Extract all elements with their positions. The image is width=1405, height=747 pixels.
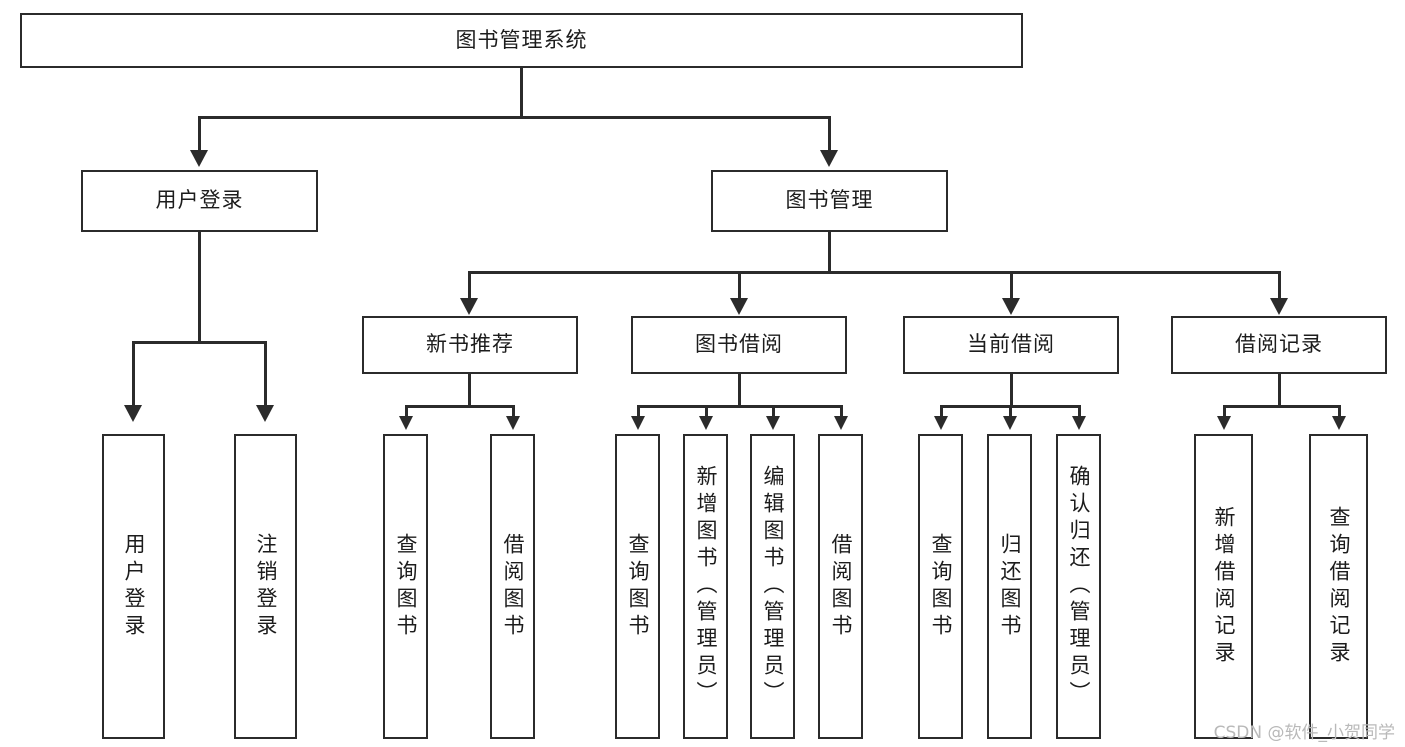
arrowhead-current-borrow-leaf1: [934, 416, 948, 430]
arrowhead-borrow-record-leaf2: [1332, 416, 1346, 430]
connector-user-login-bus: [132, 341, 267, 344]
connector-book-borrow-leaf4: [840, 405, 843, 419]
connector-user-login-leaf1: [132, 341, 135, 407]
leaf-user-login[interactable]: 用户登录: [102, 434, 165, 739]
node-label: 当前借阅: [967, 332, 1055, 357]
arrowhead-book-borrow-leaf3: [766, 416, 780, 430]
connector-borrow-record-bus: [1223, 405, 1341, 408]
node-label: 图书管理: [785, 188, 874, 213]
connector-book-management-bus: [468, 271, 1280, 274]
connector-root-to-book-management: [828, 116, 831, 152]
arrowhead-new-book: [460, 298, 478, 315]
arrowhead-current-borrow-leaf2: [1003, 416, 1017, 430]
connector-borrow-record-leaf1: [1223, 405, 1226, 419]
connector-user-login-leaf2: [264, 341, 267, 407]
leaf-borrow-record-add-record[interactable]: 新增借阅记录: [1194, 434, 1253, 739]
connector-new-book-bus: [405, 405, 515, 408]
leaf-current-borrow-return-book[interactable]: 归还图书: [987, 434, 1032, 739]
leaf-book-borrow-query-book[interactable]: 查询图书: [615, 434, 660, 739]
connector-new-book-leaf2: [512, 405, 515, 419]
leaf-new-book-query-book[interactable]: 查询图书: [383, 434, 428, 739]
leaf-current-borrow-query-book[interactable]: 查询图书: [918, 434, 963, 739]
connector-new-book-leaf1: [405, 405, 408, 419]
node-label: 新增借阅记录: [1212, 505, 1236, 668]
node-label: 用户登录: [122, 532, 146, 641]
arrowhead-book-borrow-leaf2: [699, 416, 713, 430]
connector-current-borrow-leaf2: [1009, 405, 1012, 419]
leaf-logout[interactable]: 注销登录: [234, 434, 297, 739]
connector-bm-to-borrow-record: [1278, 271, 1281, 301]
connector-bm-to-book-borrow: [738, 271, 741, 301]
node-label: 查询图书: [929, 532, 953, 641]
connector-book-management-stem: [828, 232, 831, 273]
node-label: 查询借阅记录: [1327, 505, 1351, 668]
node-current-borrow[interactable]: 当前借阅: [903, 316, 1119, 374]
connector-current-borrow-leaf3: [1078, 405, 1081, 419]
leaf-current-borrow-confirm-return-admin[interactable]: 确认归还（管理员）: [1056, 434, 1101, 739]
arrowhead-to-book-management: [820, 150, 838, 167]
connector-root-bus: [198, 116, 831, 119]
leaf-new-book-borrow-book[interactable]: 借阅图书: [490, 434, 535, 739]
connector-book-borrow-bus: [637, 405, 843, 408]
node-borrow-record[interactable]: 借阅记录: [1171, 316, 1387, 374]
leaf-book-borrow-add-book-admin[interactable]: 新增图书（管理员）: [683, 434, 728, 739]
connector-root-to-user-login: [198, 116, 201, 152]
node-label: 借阅图书: [829, 532, 853, 641]
connector-root-stem: [520, 68, 523, 118]
node-label: 新书推荐: [426, 332, 514, 357]
connector-borrow-record-stem: [1278, 374, 1281, 407]
node-book-borrow[interactable]: 图书借阅: [631, 316, 847, 374]
leaf-borrow-record-query-record[interactable]: 查询借阅记录: [1309, 434, 1368, 739]
leaf-book-borrow-edit-book-admin[interactable]: 编辑图书（管理员）: [750, 434, 795, 739]
arrowhead-user-login-leaf2: [256, 405, 274, 422]
arrowhead-book-borrow-leaf4: [834, 416, 848, 430]
node-label: 归还图书: [998, 532, 1022, 641]
node-label: 图书管理系统: [455, 27, 588, 52]
node-new-book-recommend[interactable]: 新书推荐: [362, 316, 578, 374]
arrowhead-current-borrow: [1002, 298, 1020, 315]
node-label: 借阅记录: [1235, 332, 1323, 357]
connector-bm-to-new-book: [468, 271, 471, 301]
csdn-watermark: CSDN @软件_小贺同学: [1213, 723, 1395, 743]
arrowhead-user-login-leaf1: [124, 405, 142, 422]
connector-user-login-stem: [198, 232, 201, 343]
arrowhead-borrow-record: [1270, 298, 1288, 315]
node-book-management[interactable]: 图书管理: [711, 170, 948, 232]
arrowhead-new-book-leaf1: [399, 416, 413, 430]
leaf-book-borrow-borrow-book[interactable]: 借阅图书: [818, 434, 863, 739]
node-label: 编辑图书（管理员）: [761, 465, 785, 708]
node-label: 查询图书: [626, 532, 650, 641]
arrowhead-current-borrow-leaf3: [1072, 416, 1086, 430]
connector-book-borrow-leaf2: [705, 405, 708, 419]
node-label: 查询图书: [394, 532, 418, 641]
connector-current-borrow-stem: [1010, 374, 1013, 407]
arrowhead-new-book-leaf2: [506, 416, 520, 430]
connector-book-borrow-stem: [738, 374, 741, 407]
connector-new-book-stem: [468, 374, 471, 407]
connector-bm-to-current-borrow: [1010, 271, 1013, 301]
connector-book-borrow-leaf3: [772, 405, 775, 419]
connector-borrow-record-leaf2: [1338, 405, 1341, 419]
connector-book-borrow-leaf1: [637, 405, 640, 419]
arrowhead-book-borrow-leaf1: [631, 416, 645, 430]
arrowhead-borrow-record-leaf1: [1217, 416, 1231, 430]
node-label: 借阅图书: [501, 532, 525, 641]
node-root-book-management-system[interactable]: 图书管理系统: [20, 13, 1023, 68]
arrowhead-book-borrow: [730, 298, 748, 315]
node-user-login[interactable]: 用户登录: [81, 170, 318, 232]
node-label: 新增图书（管理员）: [694, 465, 718, 708]
connector-current-borrow-leaf1: [940, 405, 943, 419]
node-label: 确认归还（管理员）: [1067, 465, 1091, 708]
node-label: 图书借阅: [695, 332, 783, 357]
node-label: 用户登录: [155, 188, 244, 213]
arrowhead-to-user-login: [190, 150, 208, 167]
node-label: 注销登录: [254, 532, 278, 641]
